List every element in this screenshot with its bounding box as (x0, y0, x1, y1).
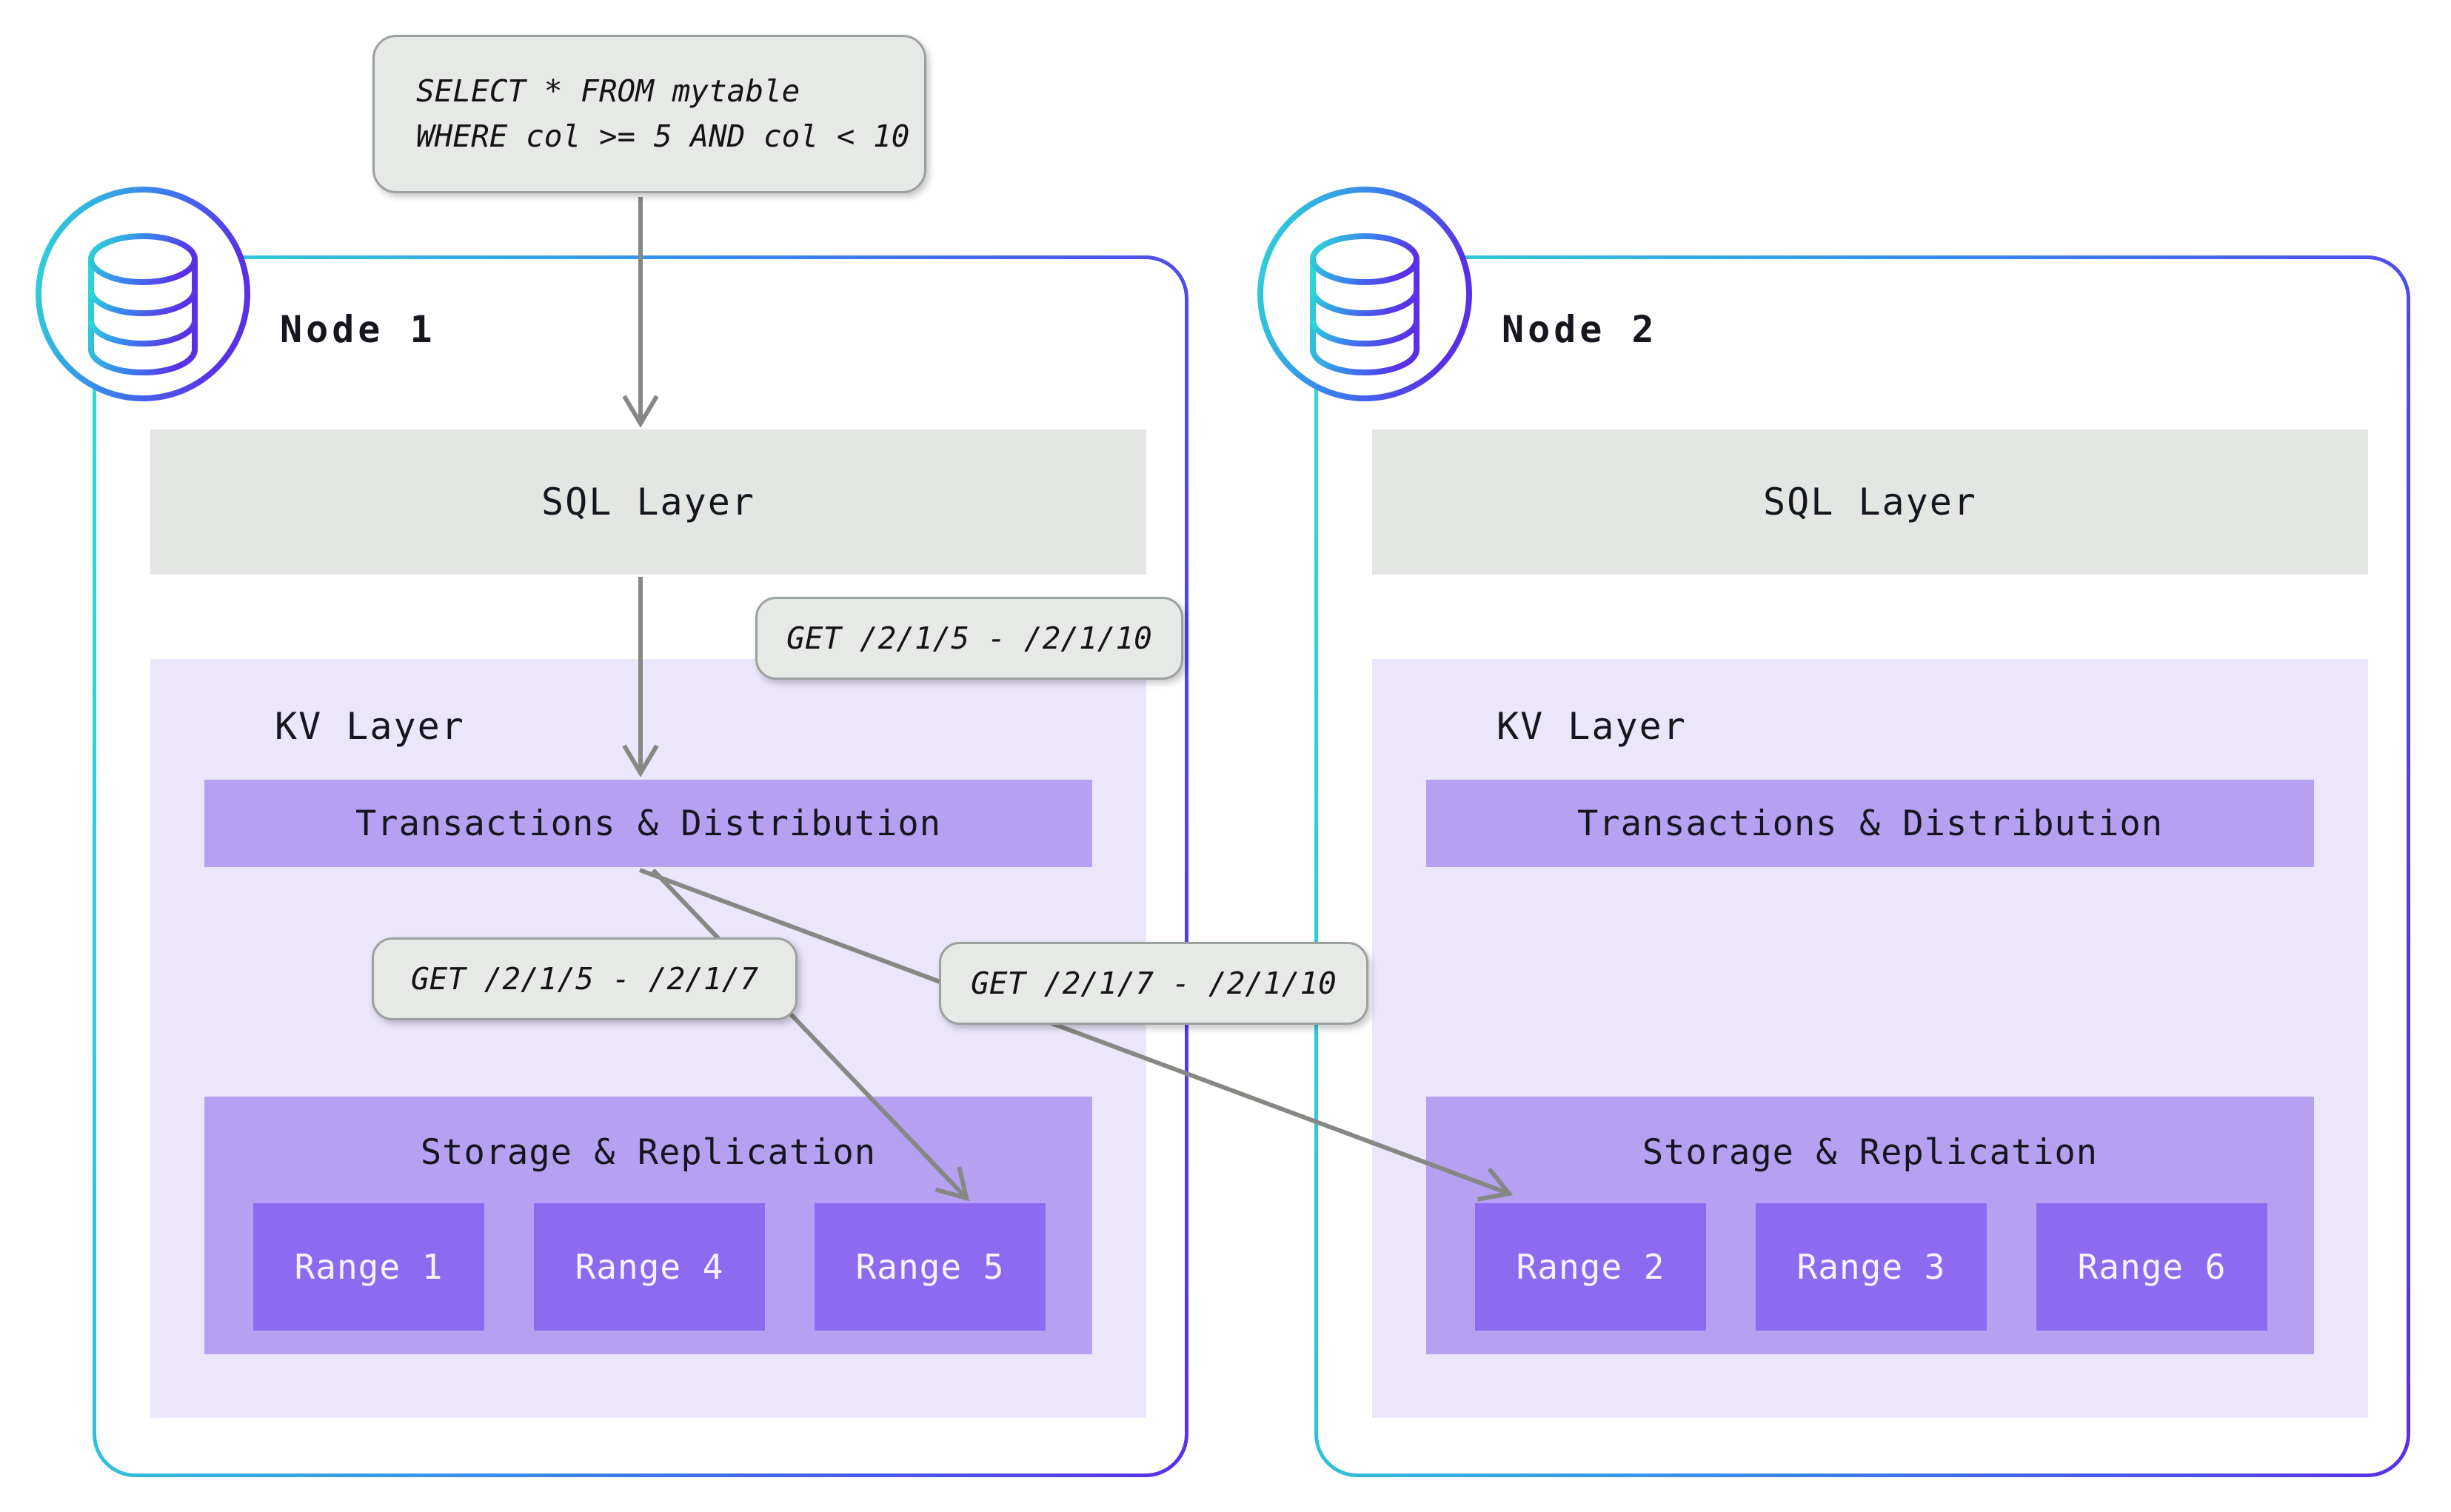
node-2-box: Node 2 SQL Layer KV Layer Transactions &… (1314, 255, 2410, 1477)
node-1-sql-layer-label: SQL Layer (541, 481, 755, 523)
node-2-transactions-distribution: Transactions & Distribution (1426, 780, 2314, 867)
arrow-txn-to-range5 (651, 868, 966, 1198)
database-icon (1257, 187, 1472, 401)
node-2-title: Node 2 (1502, 308, 1658, 351)
node-1-inner: Node 1 SQL Layer KV Layer Transactions &… (96, 259, 1185, 1473)
node-1-sql-layer: SQL Layer (150, 429, 1146, 575)
node-1-ranges: Range 1 Range 4 Range 5 (253, 1203, 1046, 1331)
range-box: Range 6 (2036, 1203, 2267, 1331)
node-2-sql-layer-label: SQL Layer (1763, 481, 1977, 523)
node-1-storage-replication-label: Storage & Replication (420, 1132, 877, 1173)
range-box: Range 5 (815, 1203, 1046, 1331)
arrow-txn-to-range2 (638, 868, 1509, 1194)
get-range-full-label: GET /2/1/5 - /2/1/10 (755, 597, 1183, 680)
node-1-kv-layer-label: KV Layer (275, 705, 465, 748)
sql-query-line-1: SELECT * FROM mytable (416, 73, 800, 109)
node-1-box: Node 1 SQL Layer KV Layer Transactions &… (93, 255, 1188, 1477)
range-box: Range 3 (1756, 1203, 1987, 1331)
get-range-left-label: GET /2/1/5 - /2/1/7 (372, 937, 798, 1020)
node-2-storage-replication-label: Storage & Replication (1642, 1132, 2099, 1173)
range-box: Range 1 (253, 1203, 484, 1331)
range-box: Range 2 (1475, 1203, 1706, 1331)
node-1-transactions-distribution: Transactions & Distribution (204, 780, 1092, 867)
node-2-storage-replication: Storage & Replication Range 2 Range 3 Ra… (1426, 1097, 2314, 1354)
get-range-right-label: GET /2/1/7 - /2/1/10 (939, 942, 1368, 1025)
node-1-title: Node 1 (280, 308, 436, 351)
range-box: Range 4 (534, 1203, 765, 1331)
database-icon (36, 187, 250, 401)
node-1-kv-layer: KV Layer Transactions & Distribution Sto… (150, 659, 1146, 1418)
node-2-kv-layer: KV Layer Transactions & Distribution Sto… (1372, 659, 2368, 1418)
sql-query-label: SELECT * FROM mytable WHERE col >= 5 AND… (372, 35, 926, 193)
node-2-inner: Node 2 SQL Layer KV Layer Transactions &… (1318, 259, 2407, 1473)
node-2-ranges: Range 2 Range 3 Range 6 (1475, 1203, 2267, 1331)
node-2-sql-layer: SQL Layer (1372, 429, 2368, 575)
node-1-storage-replication: Storage & Replication Range 1 Range 4 Ra… (204, 1097, 1092, 1354)
sql-query-line-2: WHERE col >= 5 AND col < 10 (416, 118, 910, 154)
node-2-kv-layer-label: KV Layer (1497, 705, 1687, 748)
